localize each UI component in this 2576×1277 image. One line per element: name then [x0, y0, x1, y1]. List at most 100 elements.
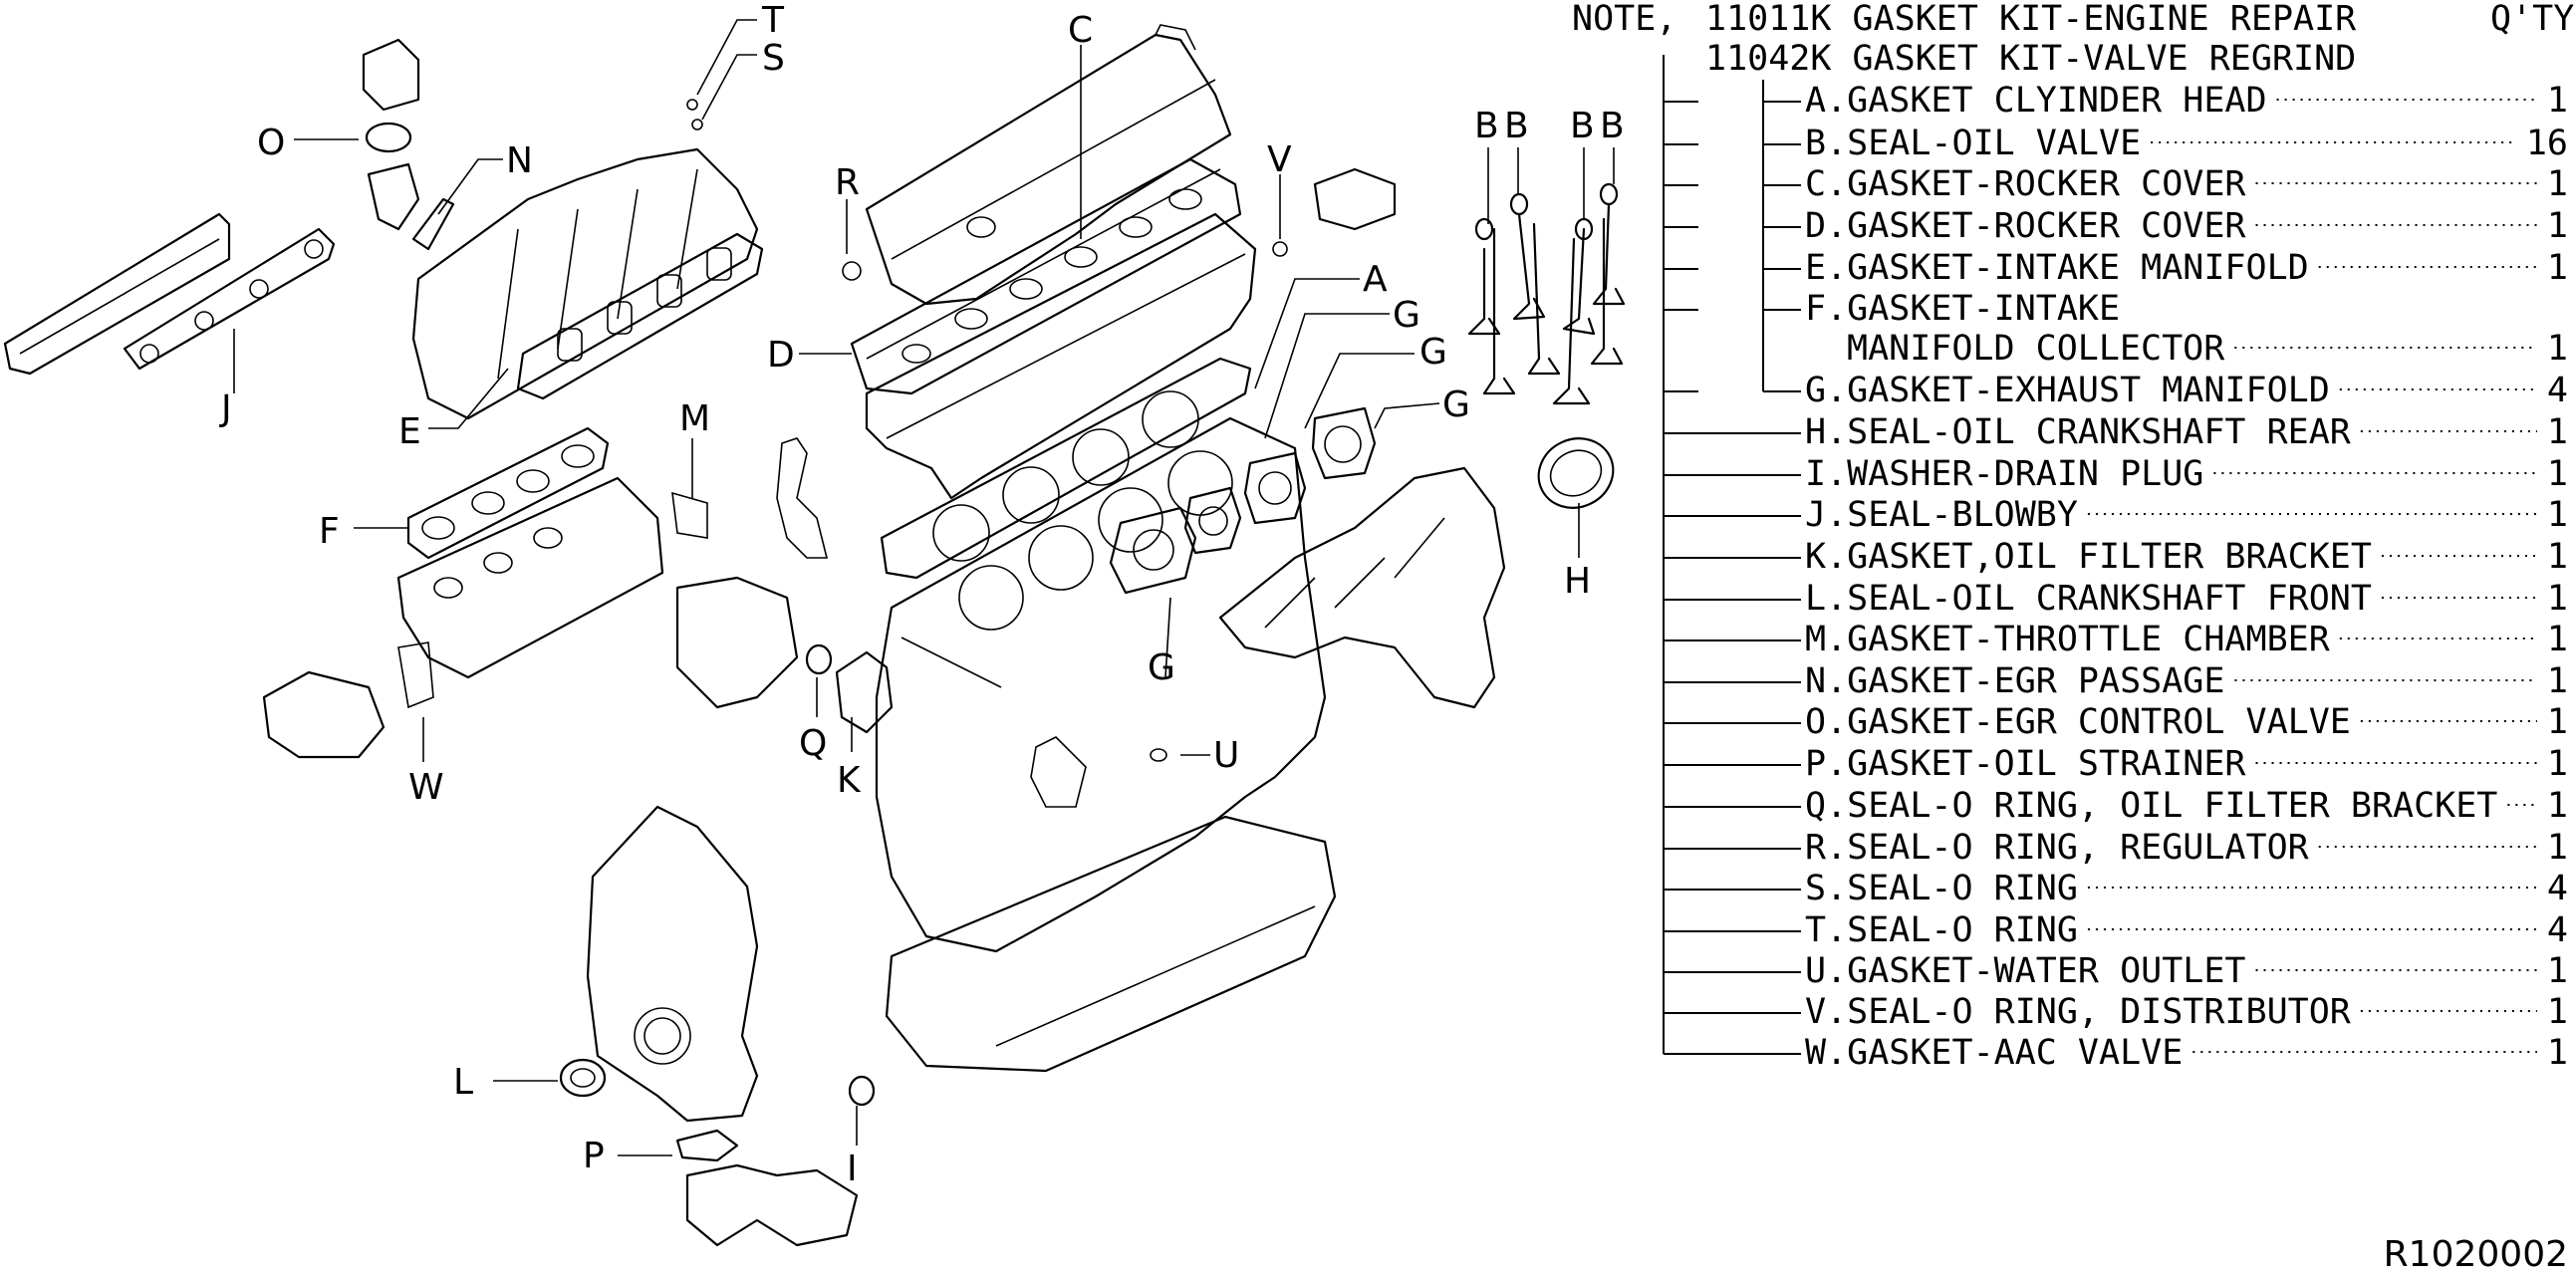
legend-tree [1663, 55, 1801, 1055]
callout-t: T [761, 0, 785, 41]
exhaust-gasket-4 [1311, 406, 1377, 480]
qty-header: Q'TY [2490, 0, 2574, 39]
aac-valve-part [262, 641, 434, 759]
part-qty-r: 1 [2547, 828, 2568, 868]
part-row-p: P.GASKET-OIL STRAINER [1805, 744, 2246, 784]
callout-b3: B [1570, 106, 1595, 146]
intake-manifold-part [411, 147, 759, 420]
water-outlet-gasket [1150, 748, 1167, 762]
part-qty-e: 1 [2547, 248, 2568, 288]
head-gasket-part [880, 357, 1252, 580]
exhaust-gasket-1 [1109, 506, 1197, 595]
callout-i: I [847, 1149, 858, 1189]
callout-v: V [1267, 139, 1292, 180]
callout-e: E [398, 411, 421, 452]
callout-u: U [1213, 735, 1239, 776]
legend-rows: A.GASKET CLYINDER HEAD 1 B.SEAL-OIL VALVE 1… [1805, 81, 2568, 1073]
part-qty-m: 1 [2547, 620, 2568, 659]
distributor-part [1272, 167, 1397, 257]
part-qty-k: 1 [2547, 537, 2568, 577]
callout-b2: B [1504, 106, 1529, 146]
cylinder-head-part [776, 212, 1257, 559]
part-row-v: V.SEAL-O RING, DISTRIBUTOR [1805, 992, 2352, 1032]
oil-strainer-gasket [675, 1129, 739, 1162]
part-row-f-line2: MANIFOLD COLLECTOR [1847, 329, 2225, 369]
callout-b1: B [1474, 106, 1499, 146]
rocker-cover-gasket-part [850, 157, 1242, 395]
part-qty-i: 1 [2547, 454, 2568, 494]
callout-c: C [1068, 10, 1093, 51]
part-qty-t: 4 [2547, 910, 2568, 950]
valve-assembly [1467, 182, 1626, 405]
fuel-rail-part [3, 212, 231, 376]
callout-b4: B [1600, 106, 1625, 146]
part-row-j: J.SEAL-BLOWBY [1805, 495, 2078, 535]
callout-g3: G [1442, 384, 1470, 425]
throttle-chamber-part [671, 491, 799, 709]
part-row-c: C.GASKET-ROCKER COVER [1805, 164, 2246, 204]
part-row-q: Q.SEAL-O RING, OIL FILTER BRACKET [1805, 786, 2497, 826]
reference-code: R1020002 [2383, 1234, 2568, 1275]
rear-crank-seal-part [1537, 437, 1615, 509]
part-row-g: G.GASKET-EXHAUST MANIFOLD [1805, 371, 2330, 410]
part-row-k: K.GASKET,OIL FILTER BRACKET [1805, 537, 2372, 577]
part-qty-g: 4 [2547, 371, 2568, 410]
callout-g4: G [1148, 647, 1175, 688]
part-qty-c: 1 [2547, 164, 2568, 204]
timing-cover-part [586, 805, 759, 1123]
regulator-oring [842, 261, 862, 281]
callout-q: Q [799, 723, 827, 764]
callout-l: L [453, 1062, 473, 1103]
part-qty-d: 1 [2547, 206, 2568, 246]
callout-f: F [319, 511, 340, 552]
part-row-l: L.SEAL-OIL CRANKSHAFT FRONT [1805, 579, 2372, 619]
part-row-e: E.GASKET-INTAKE MANIFOLD [1805, 248, 2309, 288]
kit-valve-regrind: 11042K GASKET KIT-VALVE REGRIND [1705, 39, 2356, 79]
part-row-w: W.GASKET-AAC VALVE [1805, 1033, 2183, 1073]
callout-o: O [257, 123, 285, 163]
part-qty-p: 1 [2547, 744, 2568, 784]
callout-leaders [233, 19, 1615, 1156]
s-oring [691, 119, 703, 130]
part-qty-h: 1 [2547, 412, 2568, 452]
exhaust-manifold-part [1218, 466, 1506, 709]
callout-g2: G [1419, 332, 1447, 373]
part-row-r: R.SEAL-O RING, REGULATOR [1805, 828, 2310, 868]
drain-plug-washer [848, 1075, 876, 1107]
front-crank-seal-inner [570, 1068, 596, 1088]
callout-k: K [837, 760, 862, 801]
callout-n: N [506, 140, 533, 181]
part-qty-n: 1 [2547, 661, 2568, 701]
part-row-d: D.GASKET-ROCKER COVER [1805, 206, 2246, 246]
engine-exploded-diagram: T S C R V A G G G O N D J E M F H G Q K … [3, 0, 1626, 1247]
rocker-cover-part [865, 24, 1232, 306]
callout-d: D [767, 335, 795, 376]
part-row-b: B.SEAL-OIL VALVE [1805, 124, 2141, 163]
part-qty-b: 16 [2526, 124, 2568, 163]
part-row-i: I.WASHER-DRAIN PLUG [1805, 454, 2203, 494]
part-row-f: F.GASKET-INTAKE [1805, 289, 2120, 329]
callout-s: S [762, 38, 785, 79]
callout-labels: T S C R V A G G G O N D J E M F H G Q K … [219, 0, 1625, 1189]
kit-engine-repair: 11011K GASKET KIT-ENGINE REPAIR [1705, 0, 2357, 39]
callout-p: P [583, 1136, 605, 1176]
part-qty-w: 1 [2547, 1033, 2568, 1073]
parts-legend: NOTE, 11011K GASKET KIT-ENGINE REPAIR Q'… [1572, 0, 2574, 1073]
intake-manifold-gasket-part [516, 232, 764, 400]
t-oring [686, 99, 698, 111]
callout-h: H [1564, 561, 1591, 602]
front-crank-seal [559, 1058, 607, 1098]
callout-m: M [679, 398, 710, 439]
part-qty-j: 1 [2547, 495, 2568, 535]
collector-gasket-part [406, 426, 610, 560]
part-qty-f: 1 [2547, 329, 2568, 369]
part-qty-q: 1 [2547, 786, 2568, 826]
exhaust-gasket-2 [1183, 486, 1242, 555]
callout-a: A [1363, 259, 1388, 300]
callout-r: R [835, 162, 860, 203]
egr-control-valve-part [362, 38, 420, 231]
oil-filter-bracket-gasket [835, 650, 894, 734]
part-qty-l: 1 [2547, 579, 2568, 619]
part-row-a: A.GASKET CLYINDER HEAD [1805, 81, 2267, 121]
callout-g1: G [1393, 295, 1420, 336]
